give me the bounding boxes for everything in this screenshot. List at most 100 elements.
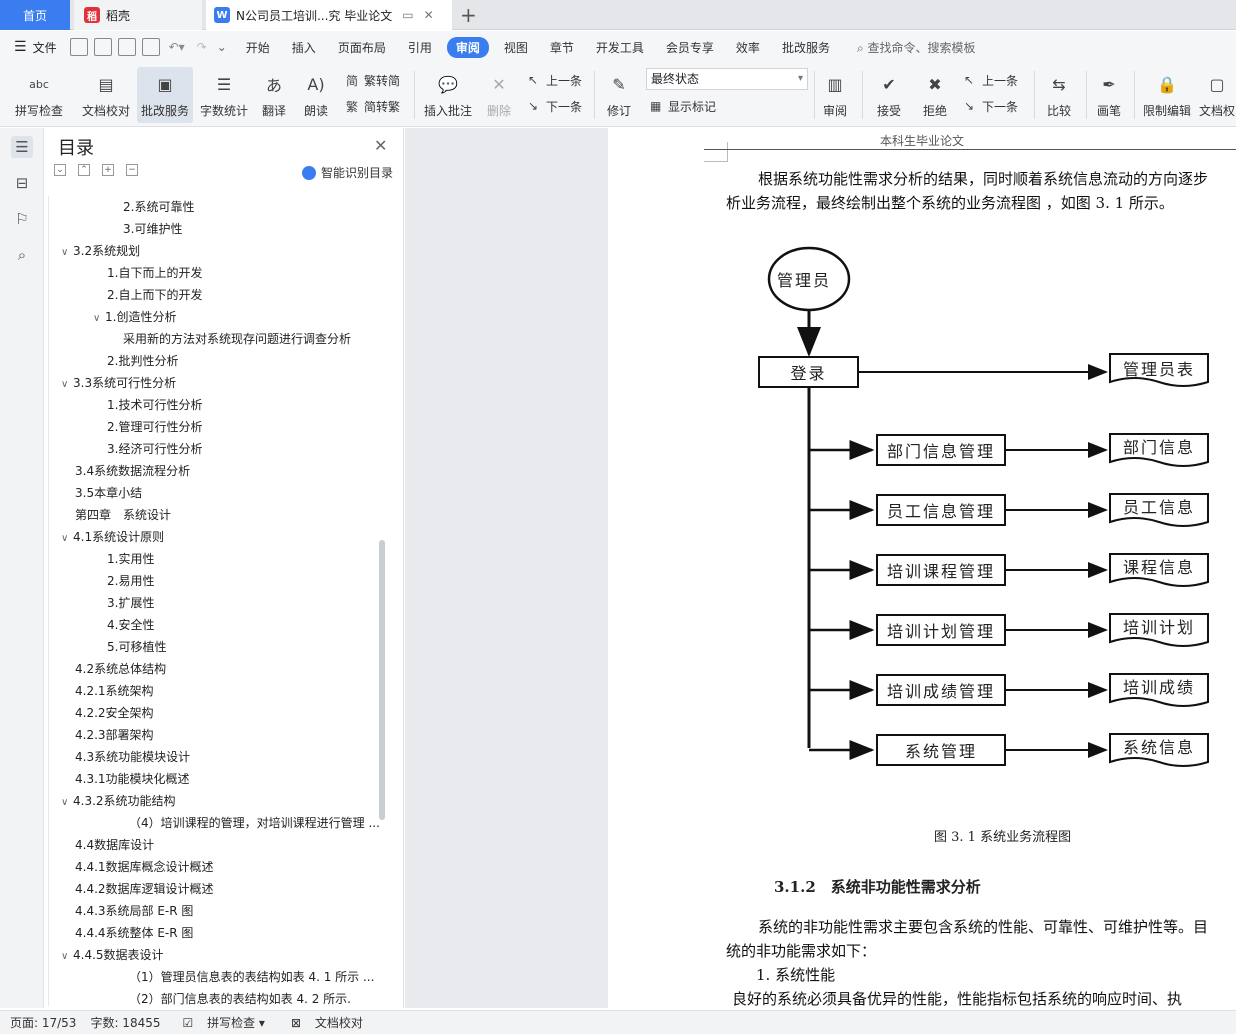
menu-tab-efficiency[interactable]: 效率 bbox=[735, 40, 760, 55]
undo-icon[interactable]: ↶▾ bbox=[168, 40, 185, 54]
reject-button[interactable]: ✖ 拒绝 bbox=[916, 67, 954, 123]
search-icon[interactable]: ⌕ bbox=[17, 246, 27, 264]
toc-item[interactable]: 2.易用性 bbox=[107, 570, 154, 592]
menu-tab-view[interactable]: 视图 bbox=[503, 40, 528, 55]
toc-item[interactable]: 5.可移植性 bbox=[107, 636, 166, 658]
menu-tab-start[interactable]: 开始 bbox=[245, 40, 270, 55]
toc-item[interactable]: 3.扩展性 bbox=[107, 592, 154, 614]
quick-access-dropdown-icon[interactable]: ⌄ bbox=[216, 40, 227, 54]
toc-item[interactable]: 4.4数据库设计 bbox=[75, 834, 154, 856]
toc-item[interactable]: 3.经济可行性分析 bbox=[107, 438, 202, 460]
new-tab-plus-icon[interactable]: + bbox=[460, 3, 477, 27]
simplified-to-traditional-button[interactable]: 繁简转繁 bbox=[346, 96, 400, 116]
chevron-down-icon[interactable]: ∨ bbox=[61, 797, 69, 808]
toc-item[interactable]: ∨4.4.5数据表设计 bbox=[61, 944, 164, 966]
toc-item[interactable]: ∨4.3.2系统功能结构 bbox=[61, 790, 176, 812]
toc-item[interactable]: 4.3.1功能模块化概述 bbox=[75, 768, 190, 790]
toc-item[interactable]: 4.2.3部署架构 bbox=[75, 724, 154, 746]
toc-item[interactable]: （2）部门信息表的表结构如表 4. 2 所示. bbox=[129, 988, 351, 1006]
menu-tab-chapter[interactable]: 章节 bbox=[549, 40, 574, 55]
chevron-down-icon[interactable]: ∨ bbox=[61, 951, 69, 962]
chapter-nav-icon[interactable]: ⊟ bbox=[15, 174, 29, 192]
collapse-all-icon[interactable]: ⌄ bbox=[54, 164, 66, 176]
insert-comment-button[interactable]: 💬 插入批注 bbox=[422, 67, 474, 123]
next-comment-button[interactable]: ↘下一条 bbox=[528, 96, 582, 116]
toc-item[interactable]: 4.2系统总体结构 bbox=[75, 658, 166, 680]
toc-item[interactable]: 4.4.1数据库概念设计概述 bbox=[75, 856, 214, 878]
toc-item[interactable]: 4.4.3系统局部 E-R 图 bbox=[75, 900, 193, 922]
toc-item[interactable]: 2.管理可行性分析 bbox=[107, 416, 202, 438]
doc-proofread-button[interactable]: ▤ 文档校对 bbox=[78, 67, 134, 123]
menu-tab-layout[interactable]: 页面布局 bbox=[337, 40, 386, 55]
toc-item[interactable]: 1.技术可行性分析 bbox=[107, 394, 202, 416]
show-markup-button[interactable]: ▦显示标记 bbox=[650, 96, 716, 116]
chevron-down-icon[interactable]: ∨ bbox=[61, 247, 69, 258]
toc-item[interactable]: （1）管理员信息表的表结构如表 4. 1 所示 ... bbox=[129, 966, 374, 988]
chevron-down-icon[interactable]: ∨ bbox=[61, 379, 69, 390]
status-proofread[interactable]: ⊠ 文档校对 bbox=[281, 1014, 363, 1031]
redo-icon[interactable]: ↷ bbox=[196, 40, 207, 54]
menu-tab-grading[interactable]: 批改服务 bbox=[781, 40, 830, 55]
chevron-down-icon[interactable]: ∨ bbox=[93, 313, 101, 324]
toc-item[interactable]: 4.3系统功能模块设计 bbox=[75, 746, 190, 768]
toc-item[interactable]: 4.2.2安全架构 bbox=[75, 702, 154, 724]
toc-item[interactable]: 3.4系统数据流程分析 bbox=[75, 460, 190, 482]
pen-button[interactable]: ✒ 画笔 bbox=[1090, 67, 1128, 123]
toc-item[interactable]: 3.可维护性 bbox=[123, 218, 182, 240]
page-indicator[interactable]: 页面: 17/53 bbox=[10, 1016, 77, 1030]
word-count-indicator[interactable]: 字数: 18455 bbox=[90, 1016, 161, 1030]
read-aloud-button[interactable]: A) 朗读 bbox=[298, 67, 334, 123]
toc-item[interactable]: 1.实用性 bbox=[107, 548, 154, 570]
track-changes-button[interactable]: ✎ 修订 bbox=[600, 67, 638, 123]
smart-toc-button[interactable]: 智能识别目录 bbox=[302, 164, 393, 181]
toc-item[interactable]: ∨4.1系统设计原则 bbox=[61, 526, 164, 548]
toc-item[interactable]: 4.2.1系统架构 bbox=[75, 680, 154, 702]
delete-comment-button[interactable]: ✕ 删除 bbox=[480, 67, 518, 123]
doc-permission-button[interactable]: ▢ 文档权 bbox=[1198, 67, 1236, 123]
close-icon[interactable]: ✕ bbox=[374, 136, 388, 155]
prev-comment-button[interactable]: ↖上一条 bbox=[528, 70, 582, 90]
toc-item[interactable]: 2.批判性分析 bbox=[107, 350, 178, 372]
tab-document[interactable]: W N公司员工培训...究 毕业论文 ▭ ✕ bbox=[206, 0, 452, 30]
toc-item[interactable]: 2.系统可靠性 bbox=[123, 196, 194, 218]
toc-item[interactable]: ∨3.3系统可行性分析 bbox=[61, 372, 176, 394]
print-preview-icon[interactable] bbox=[141, 38, 160, 56]
toc-panel-icon[interactable]: ☰ bbox=[11, 136, 33, 158]
save-icon[interactable] bbox=[69, 38, 88, 56]
tab-home[interactable]: 首页 bbox=[0, 0, 70, 30]
toc-item[interactable]: 4.4.2数据库逻辑设计概述 bbox=[75, 878, 214, 900]
restore-icon[interactable]: ▭ bbox=[402, 8, 414, 22]
chevron-down-icon[interactable]: ∨ bbox=[61, 533, 69, 544]
command-search[interactable]: ⌕ 查找命令、搜索模板 bbox=[857, 39, 976, 56]
export-pdf-icon[interactable] bbox=[93, 38, 112, 56]
close-icon[interactable]: ✕ bbox=[423, 8, 434, 22]
status-spell-check[interactable]: ☑ 拼写检查 ▾ bbox=[182, 1016, 265, 1030]
traditional-to-simplified-button[interactable]: 简繁转简 bbox=[346, 70, 400, 90]
toc-item[interactable]: 采用新的方法对系统现存问题进行调查分析 bbox=[123, 328, 351, 350]
compare-button[interactable]: ⇆ 比较 bbox=[1040, 67, 1078, 123]
tab-daoke[interactable]: 稻 稻壳 bbox=[74, 0, 202, 30]
next-change-button[interactable]: ↘下一条 bbox=[964, 96, 1018, 116]
expand-up-icon[interactable]: ⌃ bbox=[78, 164, 90, 176]
toc-item[interactable]: ∨3.2系统规划 bbox=[61, 240, 140, 262]
file-menu[interactable]: ☰ 文件 bbox=[0, 39, 67, 56]
menu-tab-developer[interactable]: 开发工具 bbox=[595, 40, 644, 55]
translate-button[interactable]: あ 翻译 bbox=[254, 67, 294, 123]
document-page[interactable]: 本科生毕业论文 根据系统功能性需求分析的结果，同时顺着系统信息流动的方向逐步 析… bbox=[608, 128, 1236, 1008]
markup-state-select[interactable]: 最终状态 bbox=[646, 68, 808, 90]
toc-item[interactable]: 4.4.4系统整体 E-R 图 bbox=[75, 922, 193, 944]
menu-tab-member[interactable]: 会员专享 bbox=[665, 40, 714, 55]
accept-button[interactable]: ✔ 接受 bbox=[870, 67, 908, 123]
toc-item[interactable]: 3.5本章小结 bbox=[75, 482, 142, 504]
minus-icon[interactable]: − bbox=[126, 164, 138, 176]
plus-icon[interactable]: + bbox=[102, 164, 114, 176]
toc-item[interactable]: 4.安全性 bbox=[107, 614, 154, 636]
prev-change-button[interactable]: ↖上一条 bbox=[964, 70, 1018, 90]
menu-tab-references[interactable]: 引用 bbox=[407, 40, 432, 55]
toc-item[interactable]: ∨1.创造性分析 bbox=[93, 306, 176, 328]
bookmark-icon[interactable]: ⚐ bbox=[15, 210, 29, 228]
toc-item[interactable]: 1.自下而上的开发 bbox=[107, 262, 202, 284]
menu-tab-review[interactable]: 审阅 bbox=[446, 36, 489, 58]
menu-tab-insert[interactable]: 插入 bbox=[291, 40, 316, 55]
toc-item[interactable]: 第四章 系统设计 bbox=[75, 504, 171, 526]
